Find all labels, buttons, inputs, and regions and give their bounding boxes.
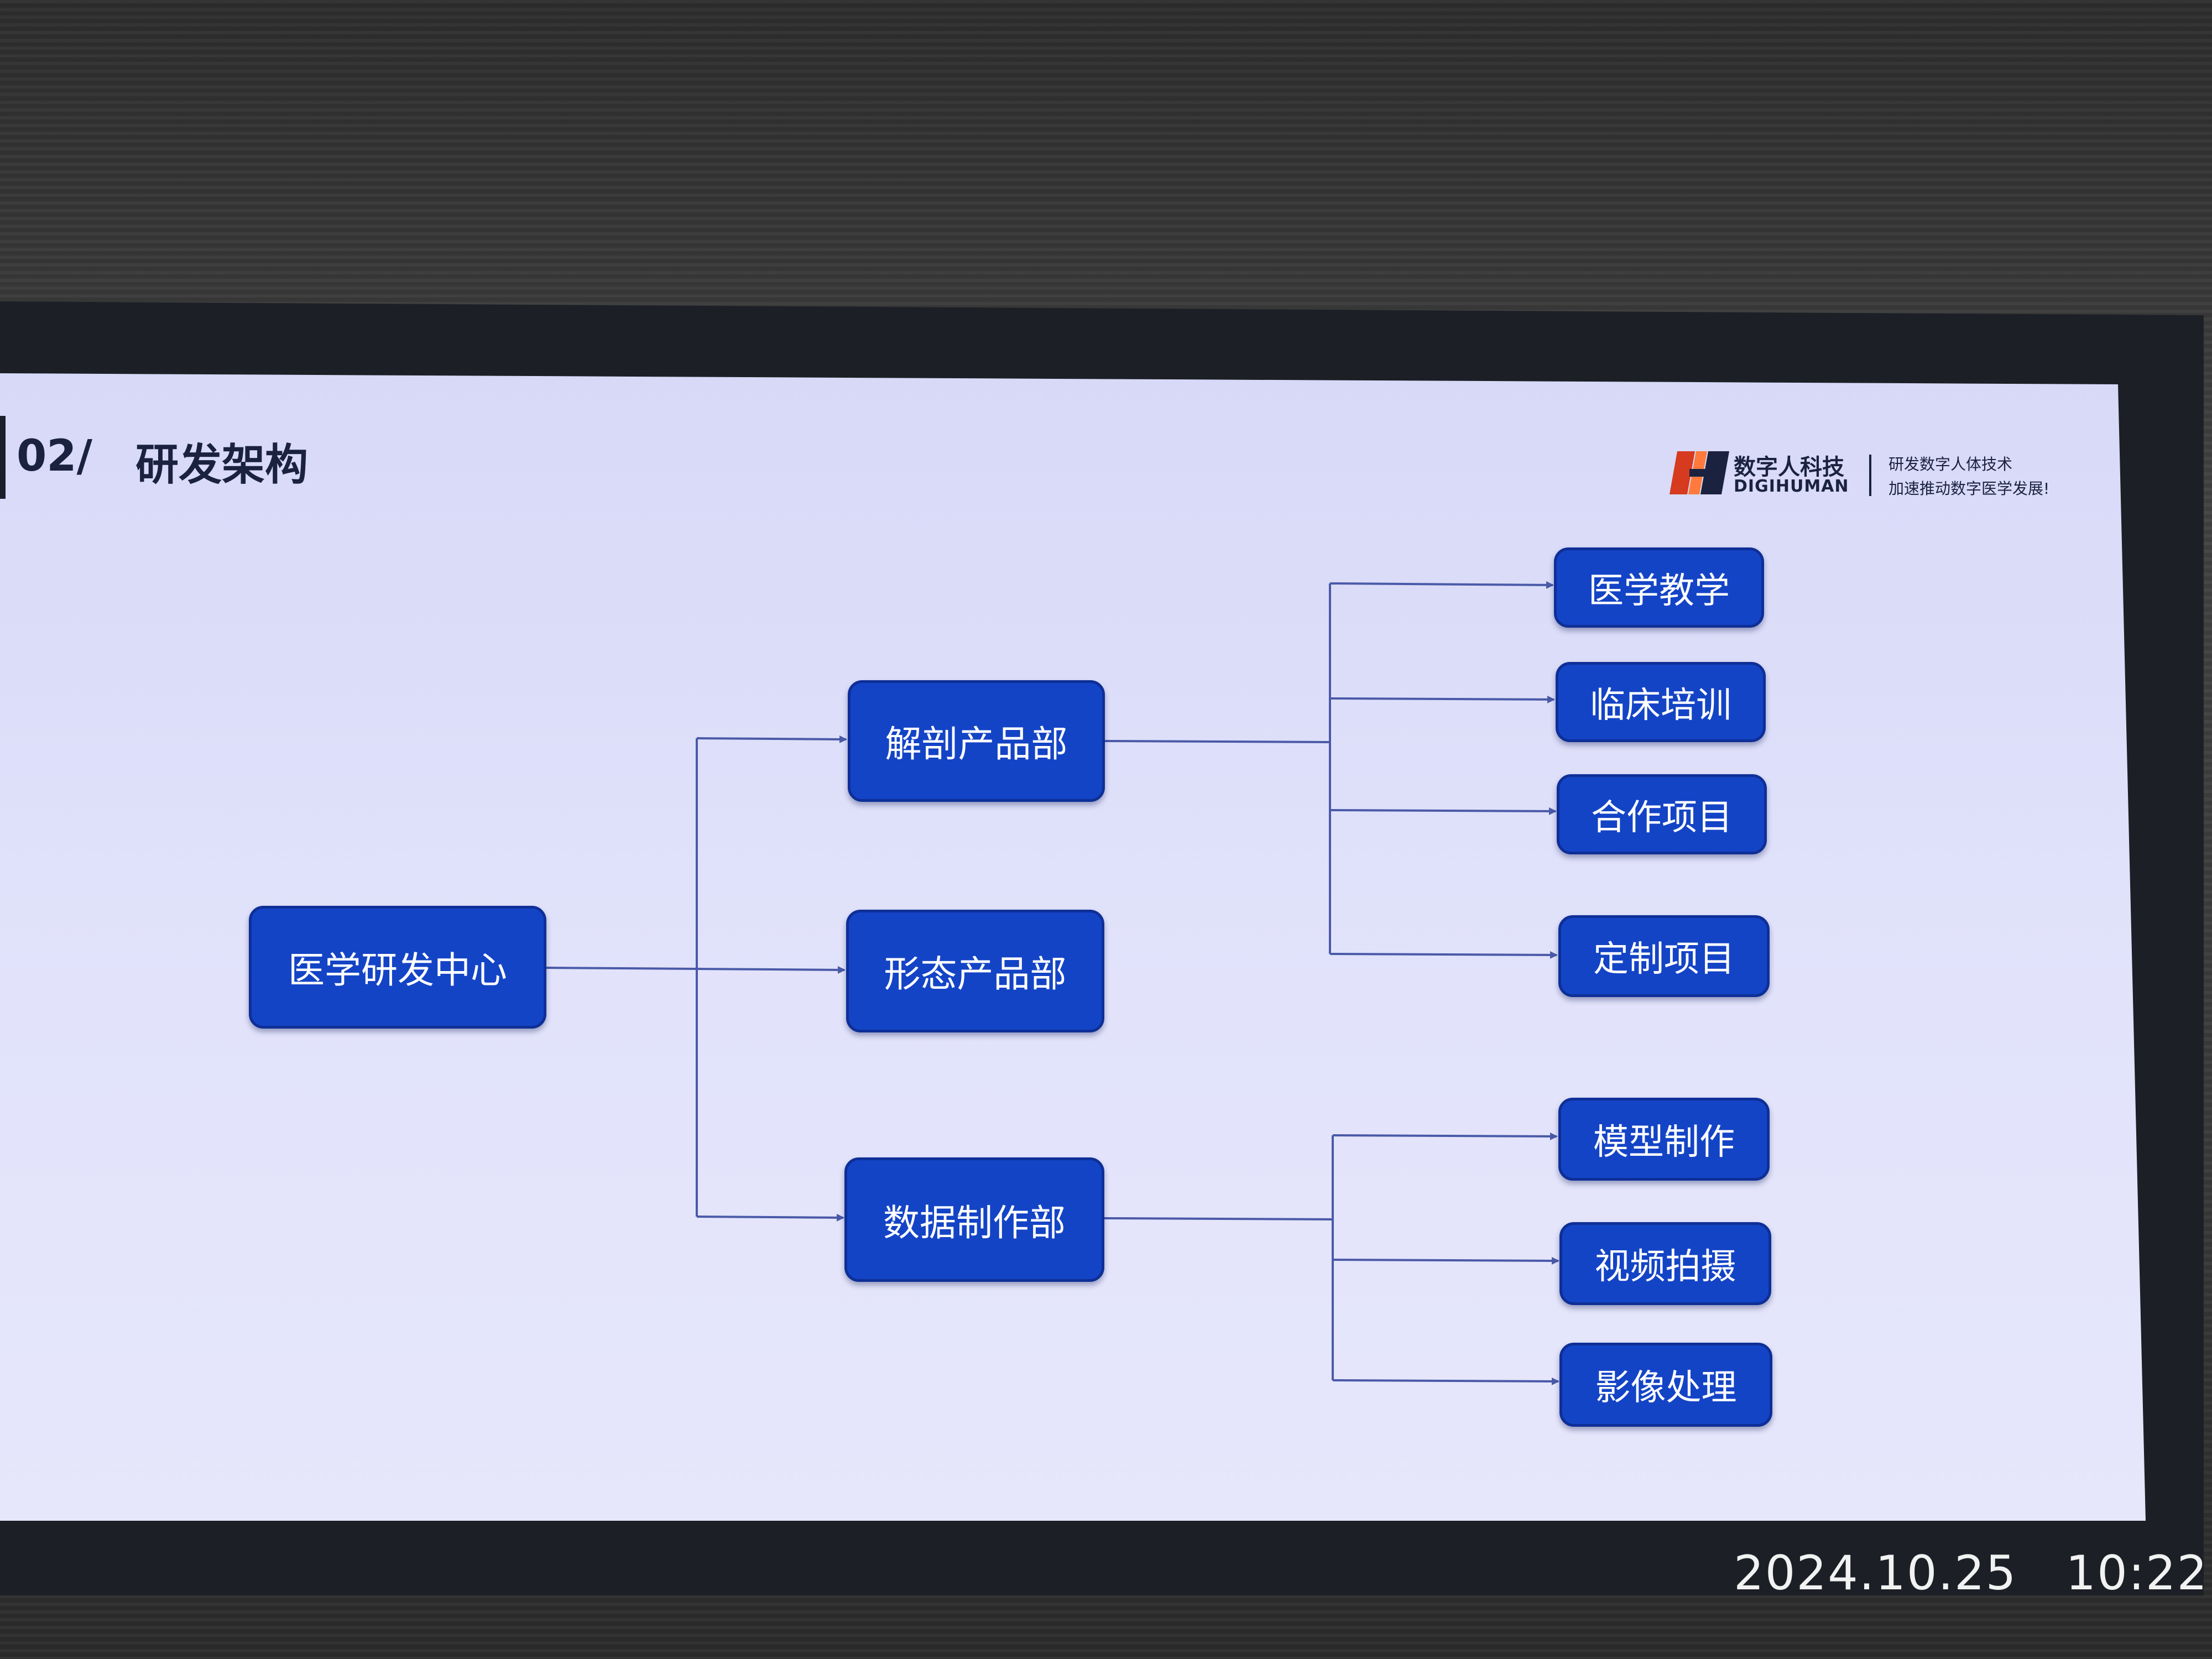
node-medical-teaching: 医学教学 xyxy=(1554,547,1764,628)
node-clinical-training: 临床培训 xyxy=(1556,662,1766,742)
brand-slogan-line-2: 加速推动数字医学发展! xyxy=(1888,479,2050,498)
digihuman-logo-icon xyxy=(1670,451,1729,494)
node-model-production: 模型制作 xyxy=(1558,1098,1770,1181)
node-custom-project: 定制项目 xyxy=(1558,915,1770,997)
slide-title-marker xyxy=(0,416,6,499)
brand-slogan-line-1: 研发数字人体技术 xyxy=(1888,455,2013,473)
node-image-processing: 影像处理 xyxy=(1559,1343,1772,1427)
slide-title: 研发架构 xyxy=(135,440,309,490)
brand-divider xyxy=(1869,455,1871,496)
node-dept-data: 数据制作部 xyxy=(844,1157,1104,1282)
brand-name-cn: 数字人科技 xyxy=(1734,455,1844,480)
slide-number: 02/ xyxy=(17,431,93,481)
photo-timestamp: 2024.10.25 10:22 xyxy=(1734,1546,2209,1601)
node-video-shooting: 视频拍摄 xyxy=(1559,1222,1771,1305)
node-cooperation-project: 合作项目 xyxy=(1557,774,1767,854)
node-dept-anatomy: 解剖产品部 xyxy=(848,680,1105,802)
node-dept-morphology: 形态产品部 xyxy=(846,910,1104,1032)
node-root: 医学研发中心 xyxy=(249,906,546,1029)
brand-name-en: DIGIHUMAN xyxy=(1734,477,1849,496)
